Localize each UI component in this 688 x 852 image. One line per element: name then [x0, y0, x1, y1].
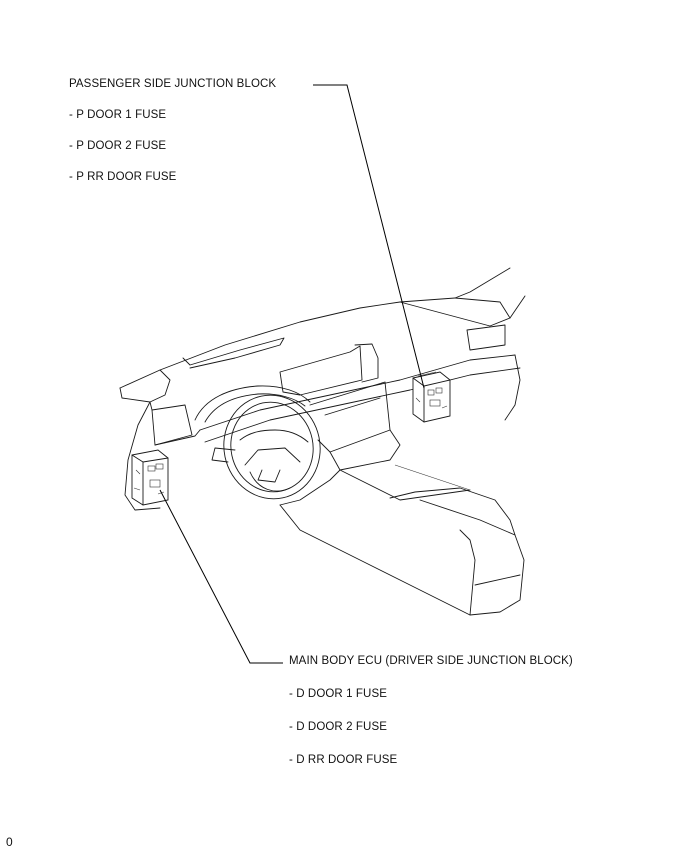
dashboard-outline	[119, 267, 526, 511]
driver-fuse-d-door-2: - D DOOR 2 FUSE	[289, 721, 387, 733]
driver-leader-line	[159, 489, 283, 664]
passenger-fuse-p-rr-door: - P RR DOOR FUSE	[69, 171, 177, 183]
passenger-junction-block-icon	[412, 371, 451, 423]
driver-junction-block-title: MAIN BODY ECU (DRIVER SIDE JUNCTION BLOC…	[289, 655, 573, 667]
figure-code: 0	[6, 835, 13, 849]
passenger-fuse-p-door-1: - P DOOR 1 FUSE	[69, 109, 167, 121]
driver-fuse-d-door-1: - D DOOR 1 FUSE	[289, 688, 387, 700]
passenger-junction-block-title: PASSENGER SIDE JUNCTION BLOCK	[69, 78, 277, 90]
center-console	[279, 343, 525, 616]
passenger-leader-line	[313, 84, 425, 389]
driver-junction-block-icon	[131, 449, 169, 506]
passenger-fuse-p-door-2: - P DOOR 2 FUSE	[69, 140, 167, 152]
instrument-cluster-hood	[194, 385, 311, 423]
steering-wheel	[211, 394, 321, 500]
driver-fuse-d-rr-door: - D RR DOOR FUSE	[289, 754, 398, 766]
